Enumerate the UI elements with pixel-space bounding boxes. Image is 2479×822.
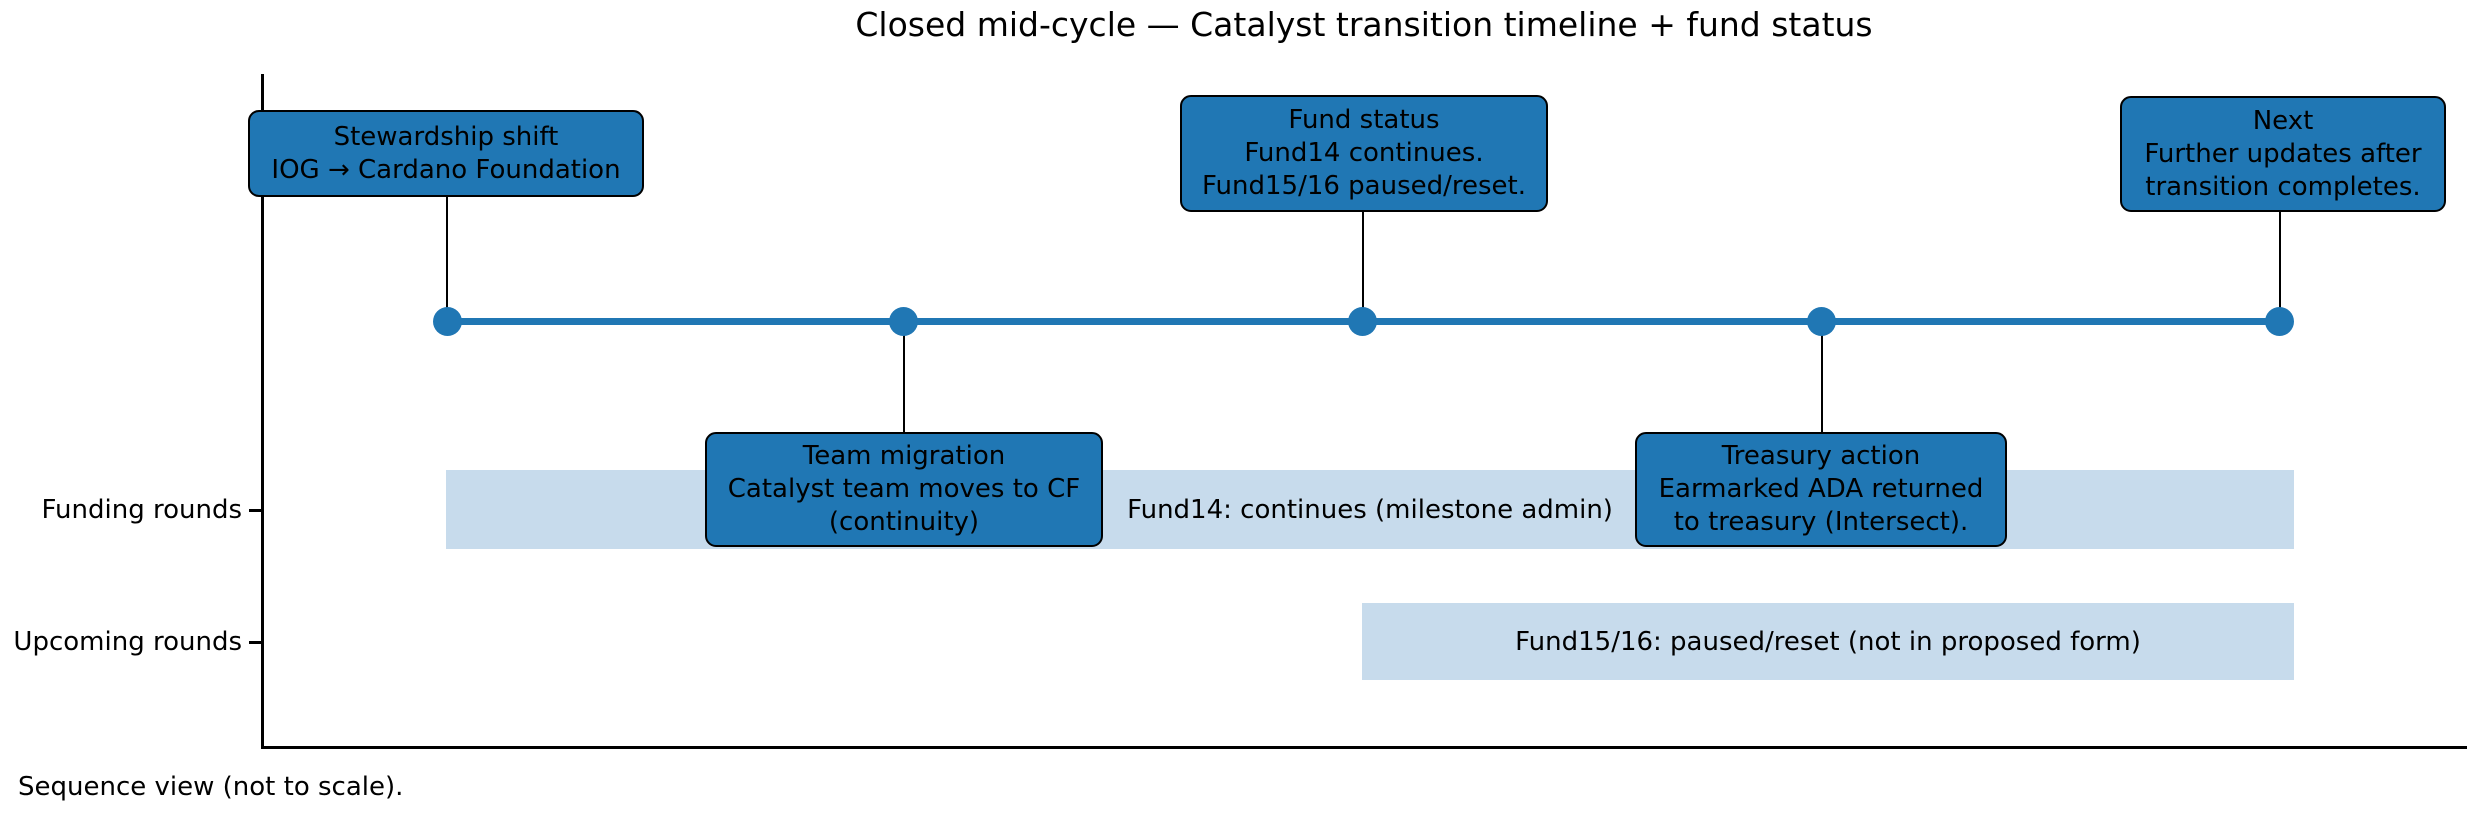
timeline-node [433, 307, 462, 336]
event-detail: Catalyst team moves to CF (continuity) [727, 474, 1081, 537]
event-detail: Earmarked ADA returned to treasury (Inte… [1658, 474, 1984, 537]
y-axis-tick [249, 641, 262, 644]
event-connector [903, 321, 906, 432]
timeline-node [1807, 307, 1836, 336]
event-connector [446, 196, 449, 322]
event-title: Team migration [802, 441, 1006, 471]
event-detail: Fund14 continues. Fund15/16 paused/reset… [1201, 138, 1527, 201]
event-connector [1362, 212, 1365, 321]
event-connector [1821, 321, 1824, 432]
event-box-treasury-action: Treasury action Earmarked ADA returned t… [1635, 432, 2007, 547]
timeline-node [1348, 307, 1377, 336]
x-axis-spine [261, 746, 2467, 749]
timeline-node [889, 307, 918, 336]
event-title: Stewardship shift [333, 121, 559, 152]
event-box-fund-status: Fund status Fund14 continues. Fund15/16 … [1180, 95, 1548, 212]
event-title: Treasury action [1721, 441, 1921, 471]
fund14-band-label: Fund14: continues (milestone admin) [1127, 494, 1613, 525]
event-box-stewardship-shift: Stewardship shift IOG → Cardano Foundati… [248, 110, 644, 197]
y-axis-label-funding-rounds: Funding rounds [41, 495, 243, 525]
y-axis-tick [249, 509, 262, 512]
event-detail: Further updates after transition complet… [2144, 138, 2422, 202]
y-axis-spine [261, 74, 264, 748]
event-title: Next [2252, 105, 2314, 136]
event-connector [2279, 212, 2282, 321]
figure-caption: Sequence view (not to scale). [18, 772, 404, 802]
fund15-16-band: Fund15/16: paused/reset (not in proposed… [1362, 603, 2294, 680]
figure-title: Closed mid-cycle — Catalyst transition t… [855, 5, 1873, 44]
timeline-node [2265, 307, 2294, 336]
fund15-16-band-label: Fund15/16: paused/reset (not in proposed… [1515, 626, 2141, 657]
event-title: Fund status [1288, 105, 1440, 135]
event-box-team-migration: Team migration Catalyst team moves to CF… [705, 432, 1103, 547]
event-box-next: Next Further updates after transition co… [2120, 96, 2446, 212]
event-detail: IOG → Cardano Foundation [271, 154, 621, 185]
y-axis-label-upcoming-rounds: Upcoming rounds [13, 627, 242, 657]
